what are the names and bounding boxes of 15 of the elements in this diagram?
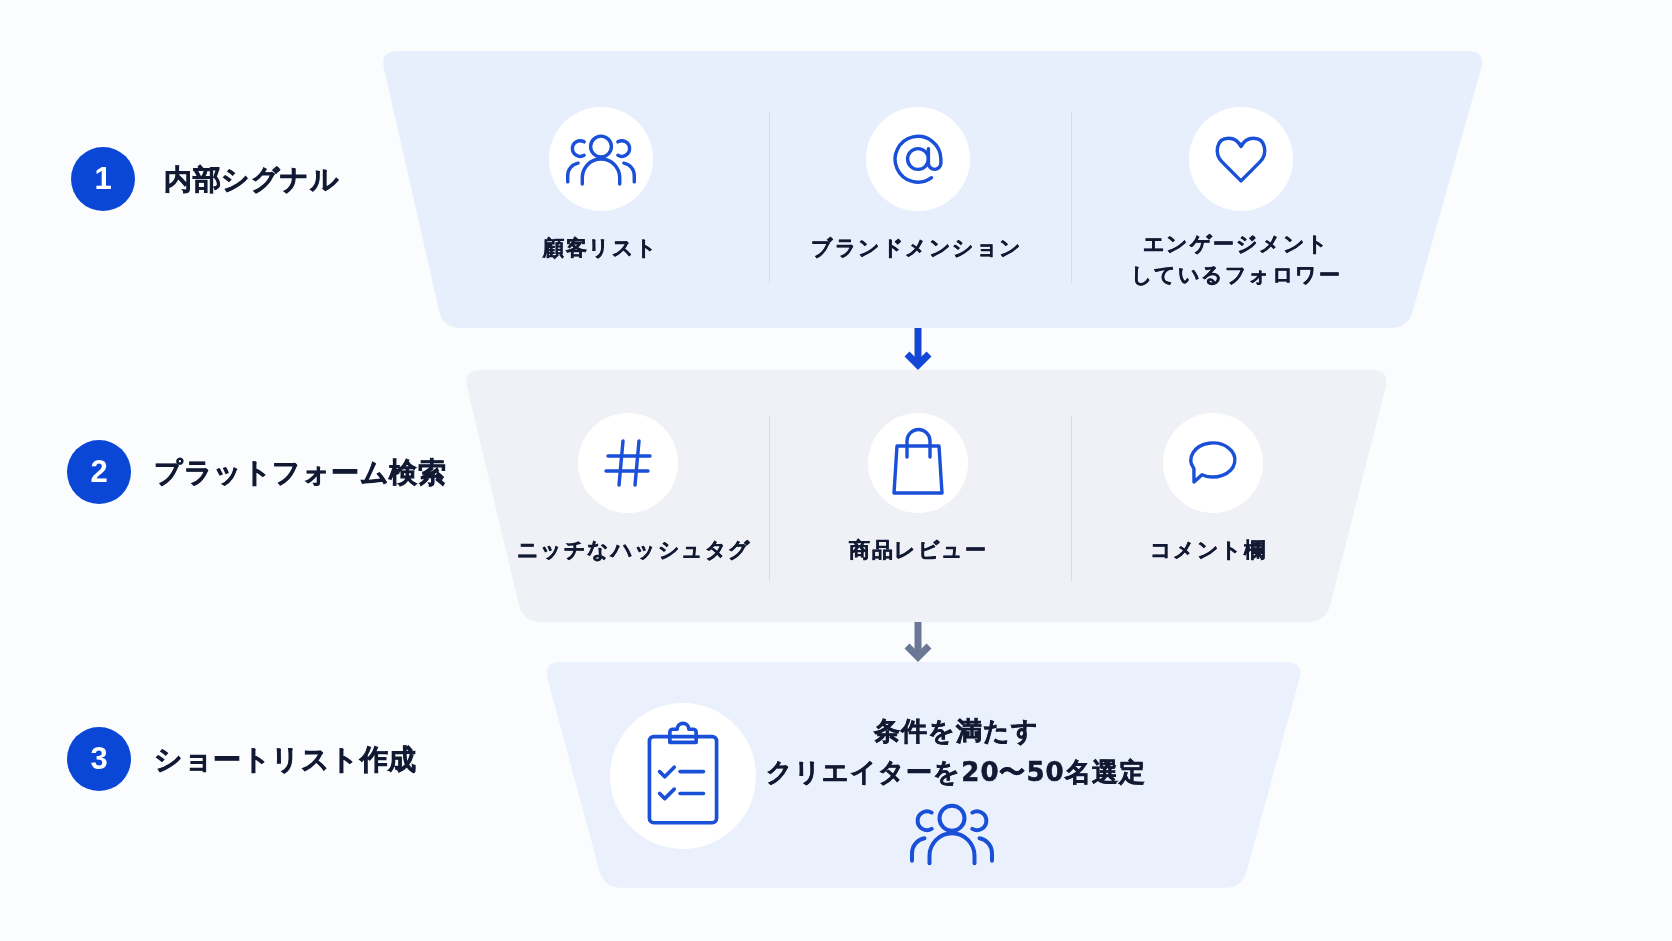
step-title: プラットフォーム検索 (154, 454, 446, 490)
step-number-circle: 3 (67, 727, 131, 791)
item-label: ニッチなハッシュタグ (516, 534, 752, 566)
step-title: ショートリスト作成 (154, 741, 417, 777)
item-label: エンゲージメントしているフォロワー (1130, 229, 1342, 291)
item-label: コメント欄 (1149, 534, 1267, 566)
step-number-circle: 2 (67, 440, 131, 504)
item-label: 顧客リスト (543, 232, 659, 264)
arrow (903, 622, 933, 661)
description-text: 条件を満たすクリエイターを20〜50名選定 (766, 711, 1146, 793)
step-number-circle: 1 (71, 147, 135, 211)
item-label: ブランドメンション (811, 232, 1023, 264)
step-title: 内部シグナル (164, 161, 339, 197)
arrow (903, 328, 933, 369)
item-label: 商品レビュー (849, 534, 987, 566)
